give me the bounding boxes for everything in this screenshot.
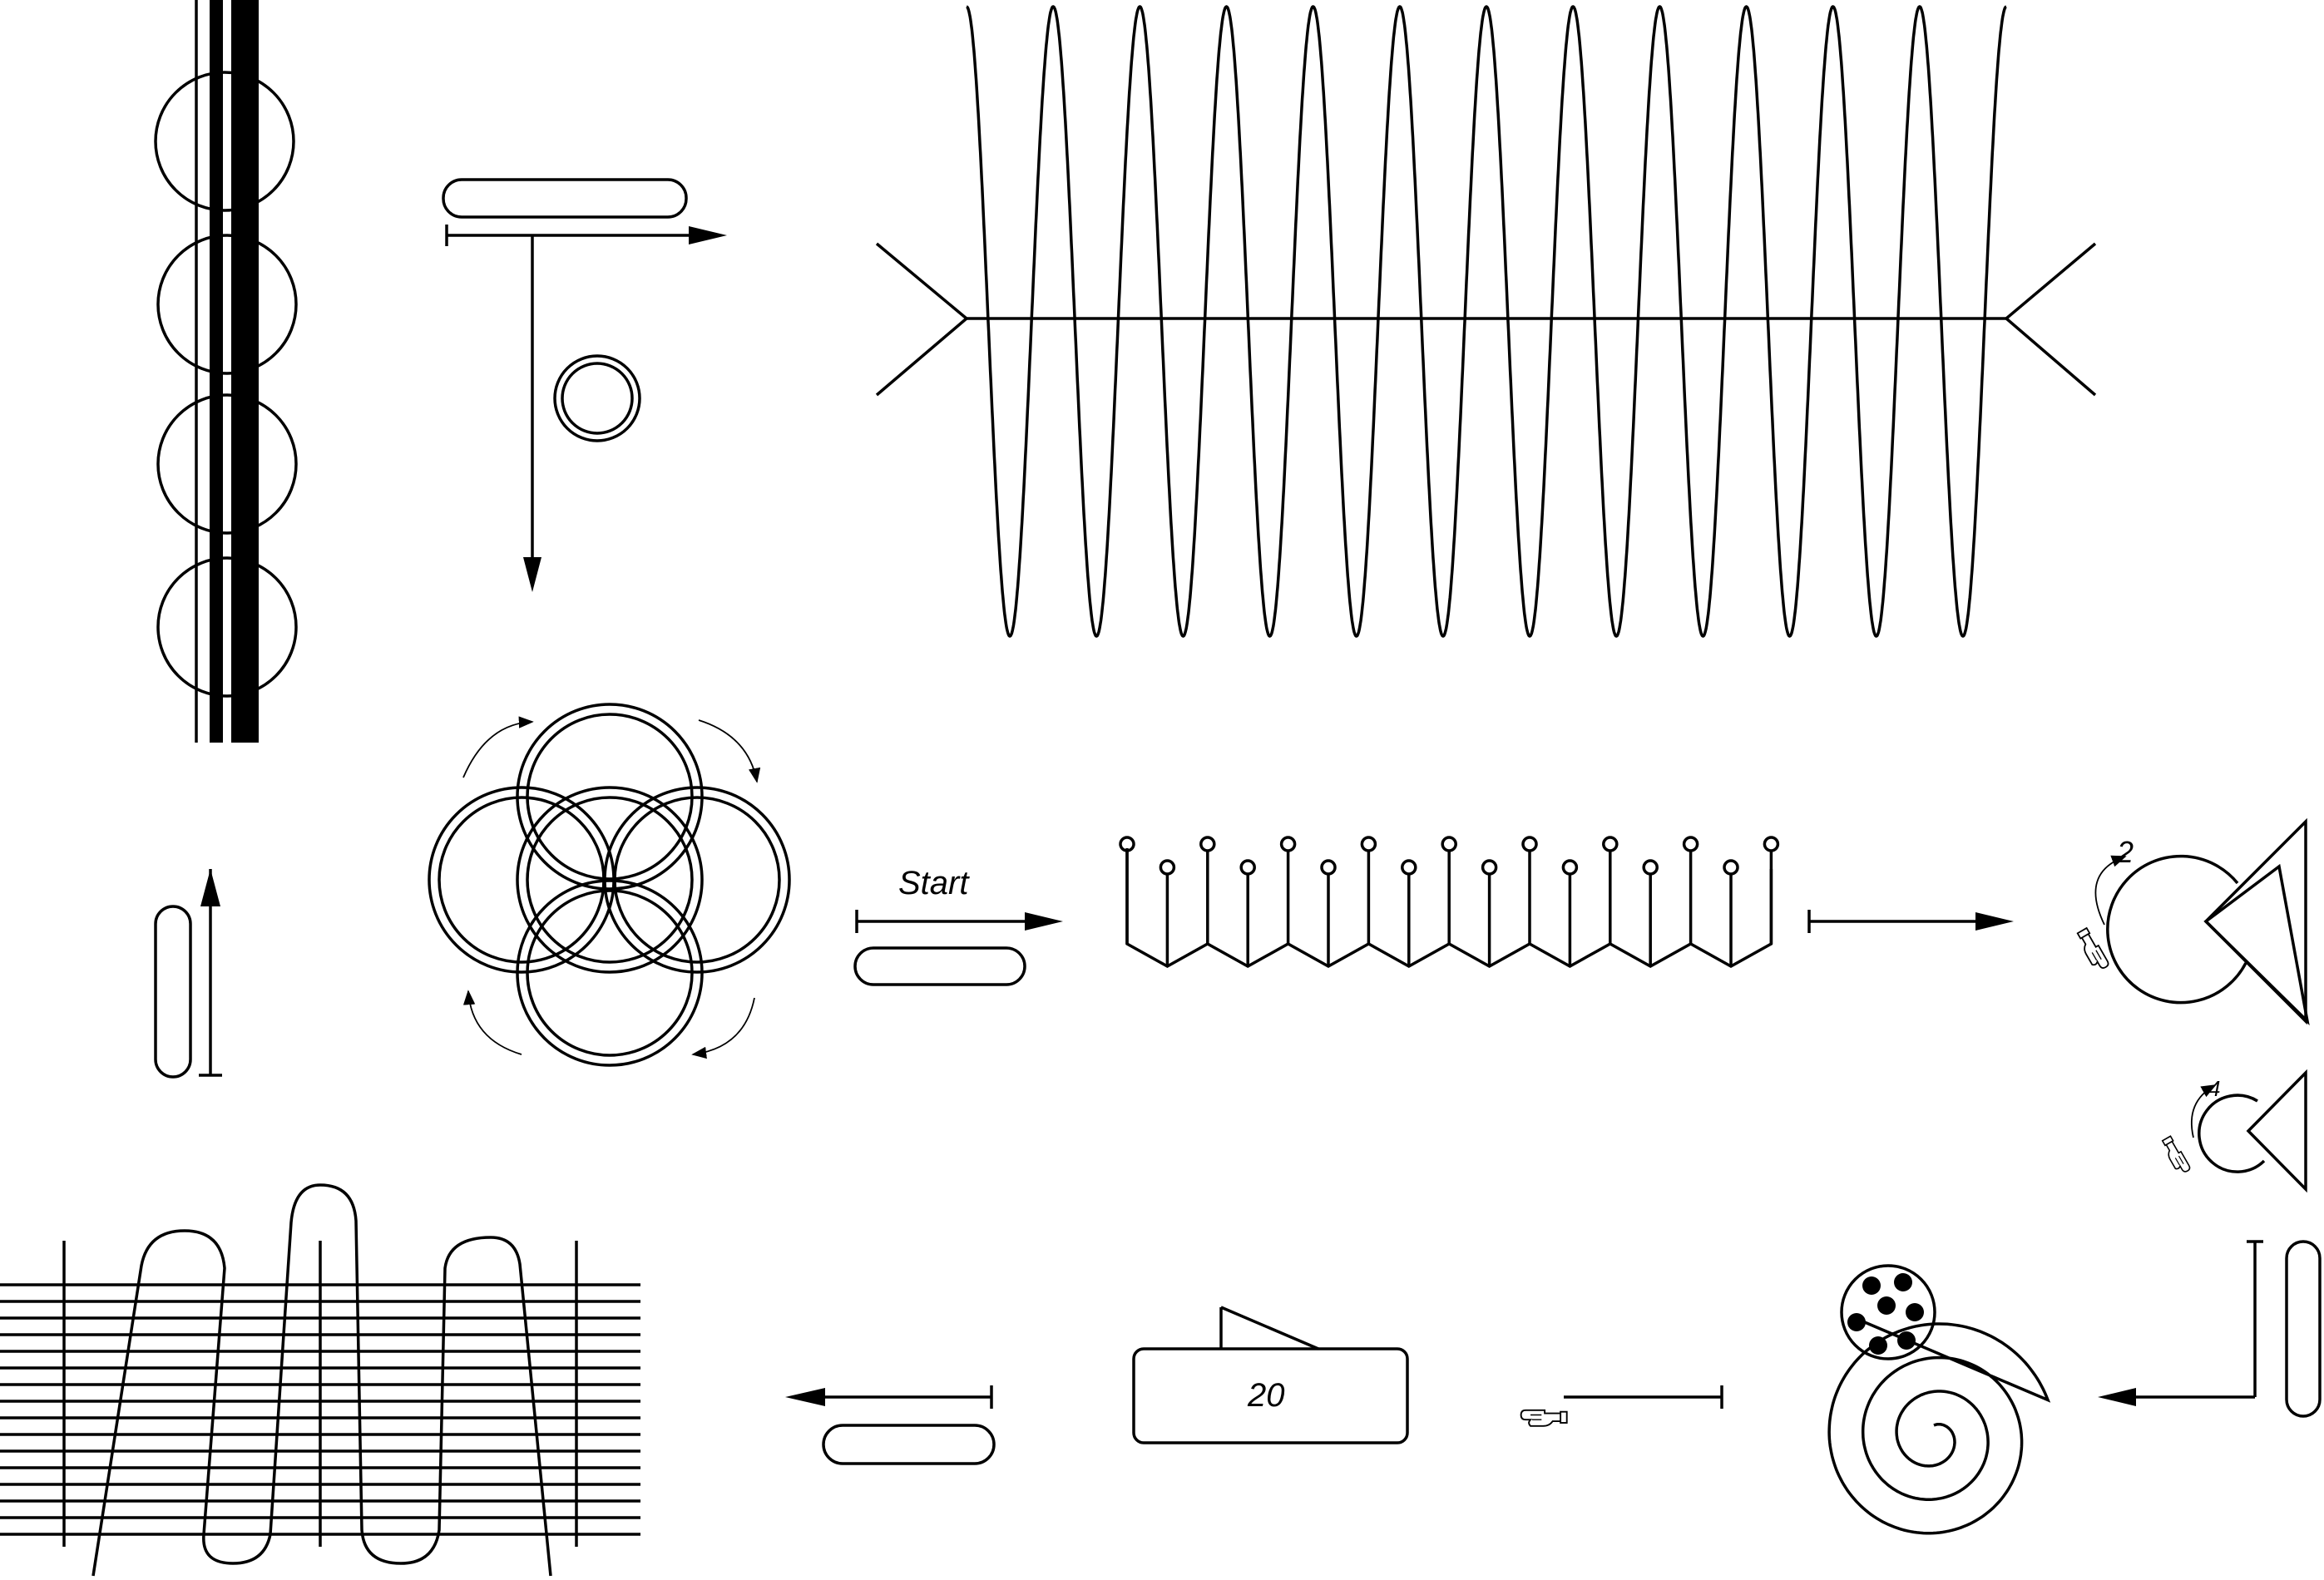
start-arrow-group: Start [853,865,1063,986]
counter-box: 20 [1132,1306,1409,1444]
corner-arrow-group [2098,1240,2322,1418]
right-arrow [1807,910,2014,933]
rotation-shape-large: 2 [2074,817,2310,1026]
start-label: Start [898,865,970,901]
comb-knob [1279,836,1297,852]
count-label: 20 [1247,1377,1285,1414]
lines-and-serpentine [0,1183,640,1577]
overlapping-rings [428,703,791,1067]
comb-knob [1682,836,1699,852]
comb-knob [1481,859,1498,876]
comb-knob [1763,836,1780,852]
hand-pointer-line [1520,1385,1723,1427]
comb-knob [1360,836,1377,852]
comb-knob [1119,836,1135,852]
comb-knob [1441,836,1457,852]
comb-knob [1239,859,1256,876]
pointing-hand-icon [2159,1134,2192,1177]
comb-knob [1199,836,1216,852]
spiral-icon [1827,1264,2051,1535]
step-2-label: 2 [2116,835,2134,869]
comb-knob [1723,859,1739,876]
zigzag-comb [1119,836,1780,969]
comb-knob [1159,859,1176,876]
t-arrow-group [442,178,727,592]
comb-knob [1521,836,1538,852]
pointing-hand-icon [1520,1409,1568,1427]
comb-knob [1602,836,1619,852]
pointing-hand-icon [2074,926,2111,974]
oscillation-wave [875,5,2097,638]
rotation-shape-small: 4 [2159,1069,2307,1193]
step-4-label: 4 [2208,1076,2220,1101]
comb-knob [1561,859,1579,876]
vertical-bars-with-circles [154,0,298,743]
comb-knob [1642,859,1659,876]
comb-knob [1401,859,1417,876]
pill-up-arrow [154,869,222,1079]
left-arrow-group [785,1385,996,1465]
comb-knob [1320,859,1337,876]
